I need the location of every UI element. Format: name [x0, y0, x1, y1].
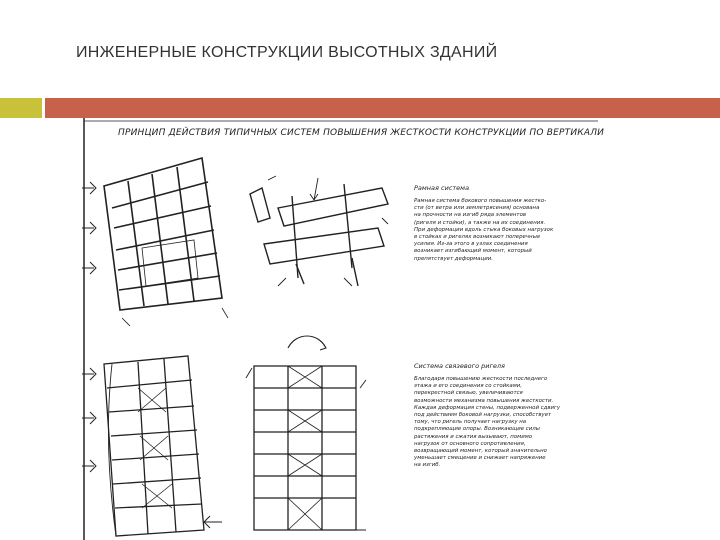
frame-system-title: Рамная система	[414, 184, 470, 192]
figure-heading: ПРИНЦИП ДЕЙСТВИЯ ТИПИЧНЫХ СИСТЕМ ПОВЫШЕН…	[118, 128, 605, 138]
braced-system-title: Система связевого ригеля	[414, 362, 505, 370]
braced-system-text: Благодаря повышению жесткости последнего…	[414, 376, 561, 469]
accent-square	[0, 98, 42, 118]
slide-title: ИНЖЕНЕРНЫЕ КОНСТРУКЦИИ ВЫСОТНЫХ ЗДАНИЙ	[76, 44, 498, 61]
frame-system-text: Рамная система бокового повышения жестко…	[414, 198, 554, 262]
frame-building-deformed	[82, 156, 229, 327]
engineering-figure: ПРИНЦИП ДЕЙСТВИЯ ТИПИЧНЫХ СИСТЕМ ПОВЫШЕН…	[82, 118, 605, 540]
structure-drawings	[82, 118, 598, 540]
accent-bar	[45, 98, 720, 118]
frame-joint-detail	[249, 175, 389, 287]
braced-building-deformed	[82, 355, 222, 537]
braced-building-straight	[245, 335, 367, 531]
